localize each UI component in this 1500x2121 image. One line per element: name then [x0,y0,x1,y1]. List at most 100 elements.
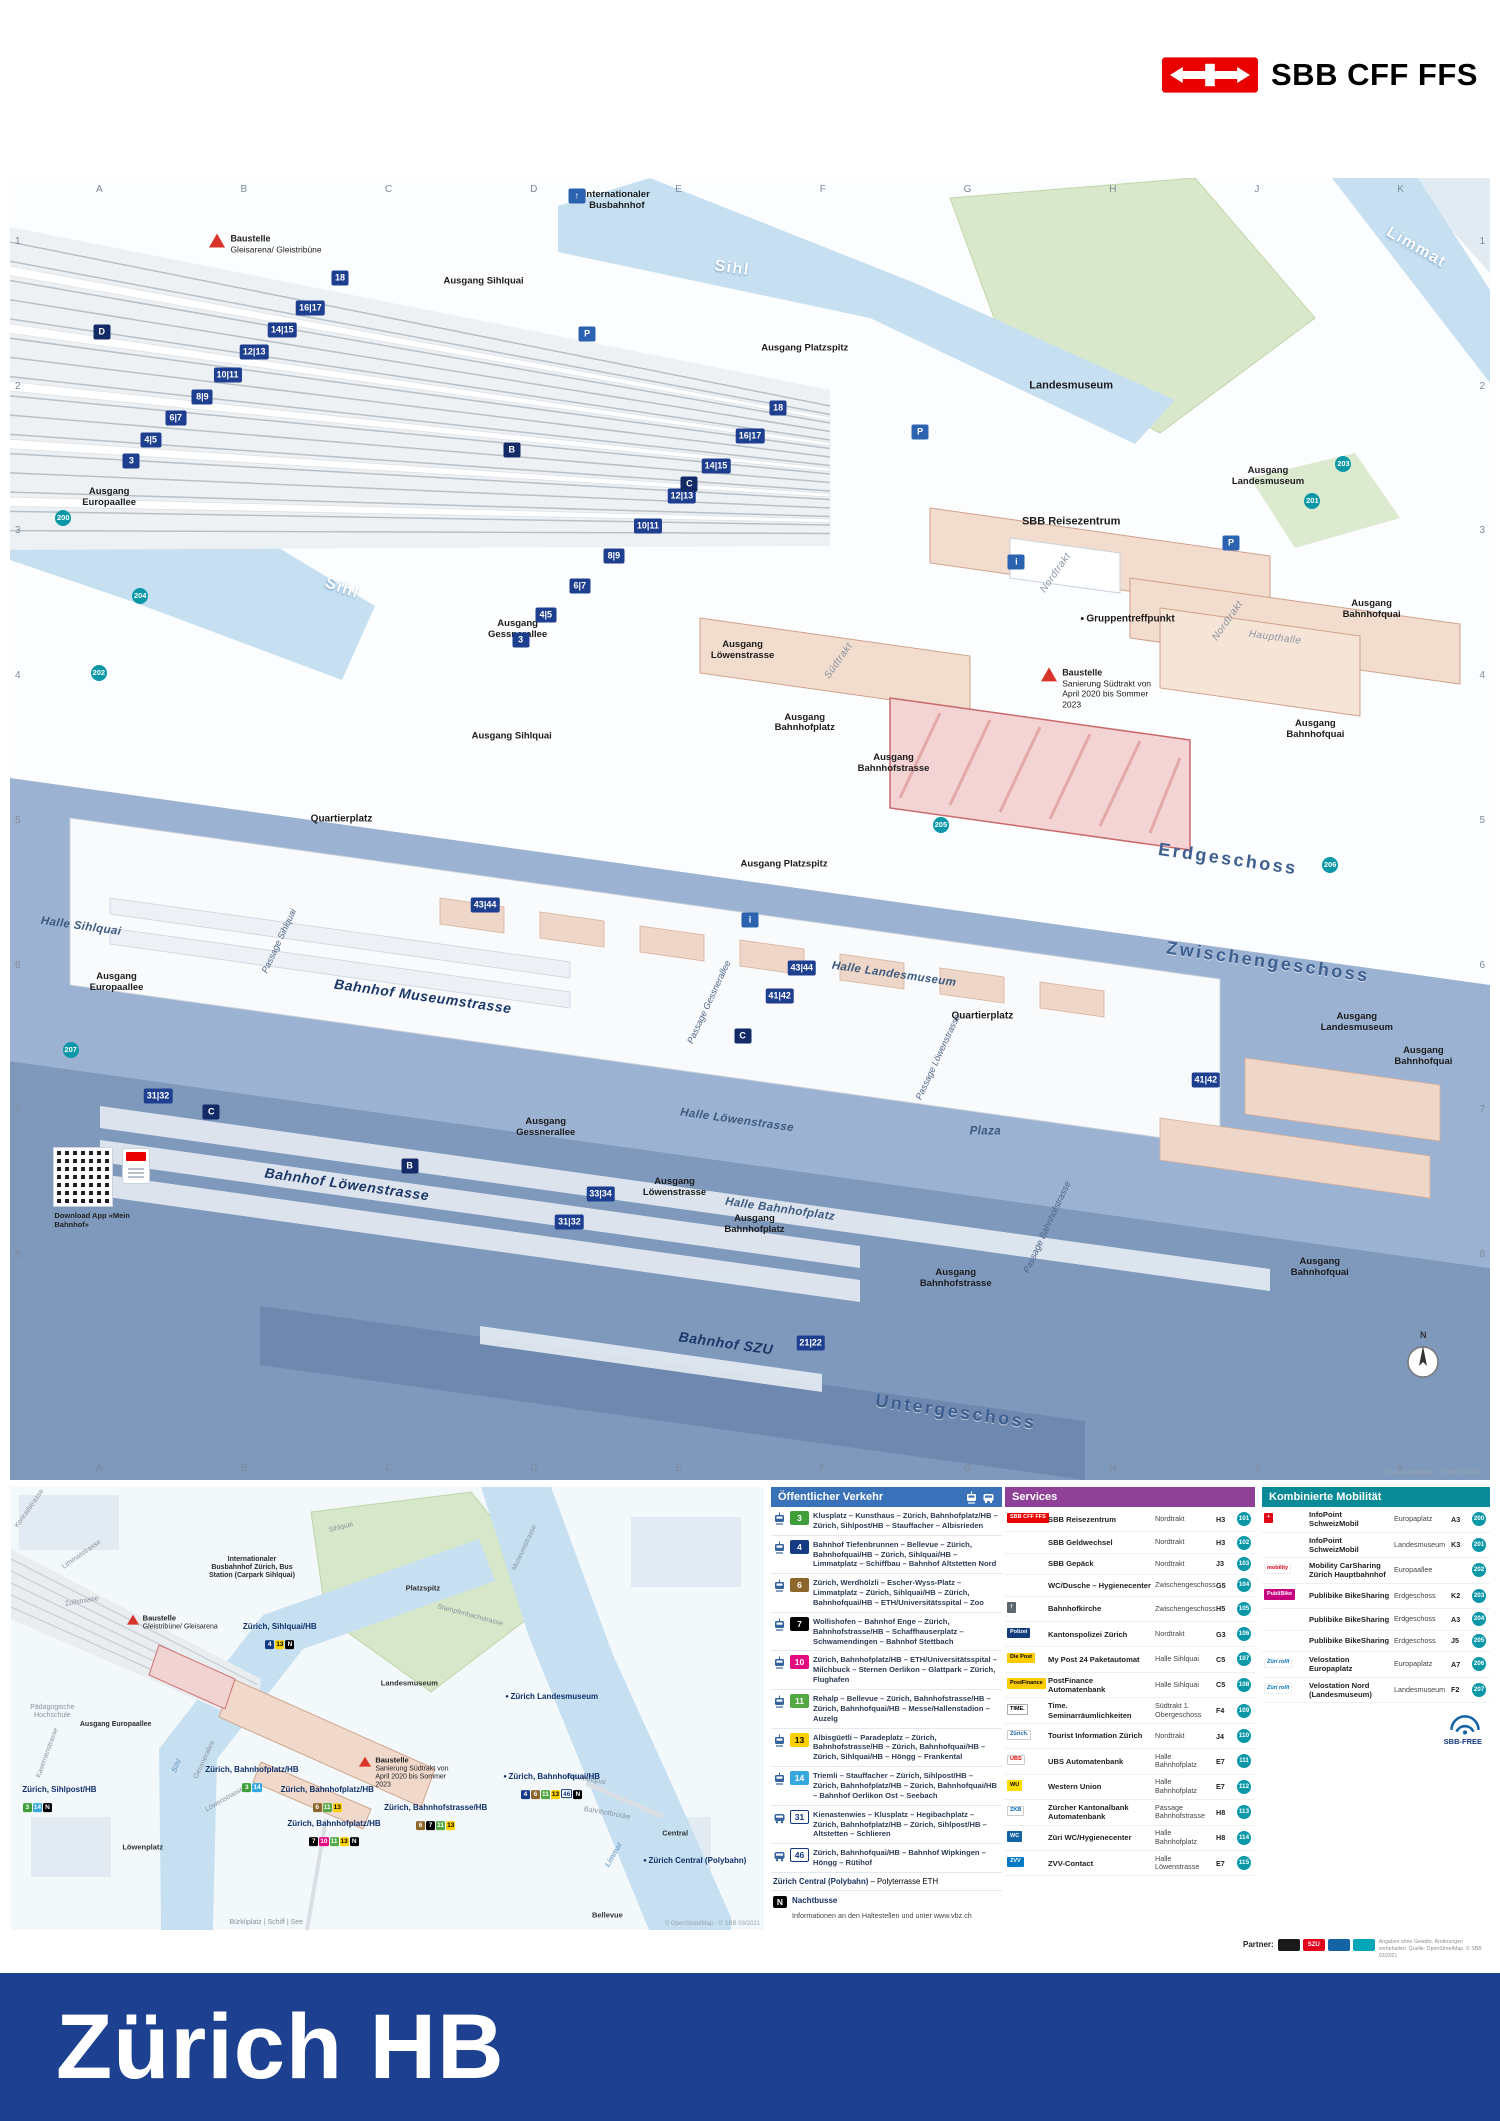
service-ref-circle: 105 [1237,1601,1251,1616]
bus-icon [774,1852,785,1862]
service-name: ZVV-Contact [1048,1858,1094,1868]
platform-badge: 6|7 [569,578,591,594]
platform-badge: C [680,476,698,492]
platform-badge: 3 [512,632,530,648]
tram-icon [775,1734,784,1747]
service-row: SBB Geldwechsel Nordtrakt H3 102 [1005,1532,1255,1554]
mobility-ref-circle: 207 [1472,1682,1486,1697]
city-label: Internationaler Busbahnhof Zürich, Bus S… [208,1555,295,1580]
mobility-location: Erdgeschoss [1394,1614,1436,1624]
grid-letter: C [385,1463,393,1474]
city-label: Landesmuseum [380,1678,438,1688]
service-name: SBB Reisezentrum [1048,1514,1116,1524]
map-ref-circle: 205 [932,817,949,834]
map-label: Ausgang Gessnerallee [516,1116,576,1139]
grid-number: 1 [15,236,21,247]
transport-line-row: 3 Klusplatz – Kunsthaus – Zürich, Bahnho… [771,1507,1002,1536]
mobility-row: Züri rollt Velostation Nord (Landesmuseu… [1262,1678,1490,1704]
mobility-name: Publibike BikeSharing [1309,1636,1390,1646]
service-name: Western Union [1048,1782,1102,1792]
service-row: SBB CFF FFS SBB Reisezentrum Nordtrakt H… [1005,1507,1255,1533]
map-label: Ausgang Löwenstrasse [710,638,775,661]
transport-legend-title: Öffentlicher Verkehr [778,1491,884,1503]
mobility-name: Publibike BikeSharing [1309,1591,1390,1601]
stop-name: Zürich, Bahnhofplatz/HB [287,1818,381,1828]
mobility-name: InfoPoint SchweizMobil [1309,1535,1359,1554]
partner-logo: SZU [1302,1939,1325,1951]
service-logo: WC [1007,1831,1023,1842]
mobility-name: Publibike BikeSharing [1309,1614,1390,1624]
nightbus-text: Informationen an den Haltestellen und un… [792,1911,972,1921]
mobility-name: Velostation Europaplatz [1309,1655,1353,1674]
service-grid-ref: H5 [1216,1604,1226,1614]
service-logo: Zürich. [1007,1729,1032,1740]
sbb-logo-icon [1162,57,1258,93]
platform-badge: P [1222,535,1240,551]
warning-triangle-icon [1041,667,1058,682]
line-number-badge: 11 [790,1694,809,1709]
map-label: Quartierplatz [310,812,373,824]
mobility-location: Erdgeschoss [1394,1590,1436,1600]
mobility-grid-ref: A7 [1451,1659,1461,1669]
mobility-row: Züri rollt Velostation Europaplatz Europ… [1262,1652,1490,1678]
grid-number: 8 [15,1248,21,1260]
service-ref-circle: 111 [1237,1754,1251,1769]
mobility-logo: PubliBike [1264,1589,1296,1600]
service-row: WC/Dusche – Hygienecenter Zwischengescho… [1005,1575,1255,1597]
service-grid-ref: H8 [1216,1833,1226,1843]
grid-letter: H [1109,1463,1117,1474]
partner-logo [1327,1939,1350,1951]
mobility-ref-circle: 204 [1472,1612,1486,1627]
platform-badge: 3 [122,453,140,469]
stop-name: Zürich, Bahnhofquai/HB [500,1772,604,1782]
compass: N [1401,1330,1445,1389]
line-route: Albisgüetli – Paradeplatz – Zürich, Bahn… [813,1732,986,1762]
map-label: Ausgang Bahnhofquai [1290,1255,1349,1278]
warning-triangle-icon [359,1756,372,1767]
grid-letter: K [1397,184,1404,195]
transport-line-list: 3 Klusplatz – Kunsthaus – Zürich, Bahnho… [771,1507,1002,1874]
platform-badge: 12|13 [239,344,269,360]
service-logo: † [1007,1602,1017,1613]
service-location: Zwischengeschoss [1155,1603,1216,1613]
qr-code [53,1146,114,1207]
grid-letter: E [675,1463,682,1474]
note-title: Baustelle [142,1613,177,1623]
service-row: ZKB Zürcher Kantonalbank Automatenbank P… [1005,1800,1255,1826]
service-grid-ref: E7 [1216,1858,1225,1868]
platform-badge: 10|11 [633,518,662,534]
platform-badge: 8|9 [603,548,625,564]
city-label: Bürkliplatz | Schiff | See [229,1918,304,1926]
service-ref-circle: 101 [1237,1512,1251,1527]
grid-letter: K [1397,1463,1404,1474]
polybahn-destination: – Polyterrasse ETH [870,1877,939,1887]
map-ref-circle: 202 [90,664,107,681]
bus-icon [774,1813,785,1824]
platform-badge: B [401,1158,419,1174]
mobility-grid-ref: A3 [1451,1614,1461,1624]
tram-icon [775,1579,784,1592]
map-label: SBB Reisezentrum [1021,515,1121,528]
service-location: Nordtrakt [1155,1628,1185,1638]
map-label: Ausgang Landesmuseum [1231,465,1305,488]
service-name: SBB Gepäck [1048,1559,1094,1569]
service-row: TIME. Time. Seminarräumlichkeiten Südtra… [1005,1698,1255,1724]
service-logo: Polizei [1007,1627,1031,1639]
station-map-graphic [10,178,1490,1480]
service-ref-circle: 110 [1237,1729,1251,1743]
mobility-ref-circle: 206 [1472,1657,1486,1672]
service-ref-circle: 106 [1237,1627,1251,1642]
grid-letter: G [963,1463,972,1474]
platform-badge: ↑ [568,188,586,204]
map-label: Internationaler Busbahnhof [583,189,650,212]
service-grid-ref: H3 [1216,1514,1226,1524]
platform-badge: 14|15 [268,322,297,338]
service-ref-circle: 102 [1237,1535,1251,1550]
platform-badge: 4|5 [140,432,162,448]
transport-legend-header: Öffentlicher Verkehr [771,1487,1002,1507]
sbb-free-wifi: SBB-FREE [1262,1713,1490,1746]
